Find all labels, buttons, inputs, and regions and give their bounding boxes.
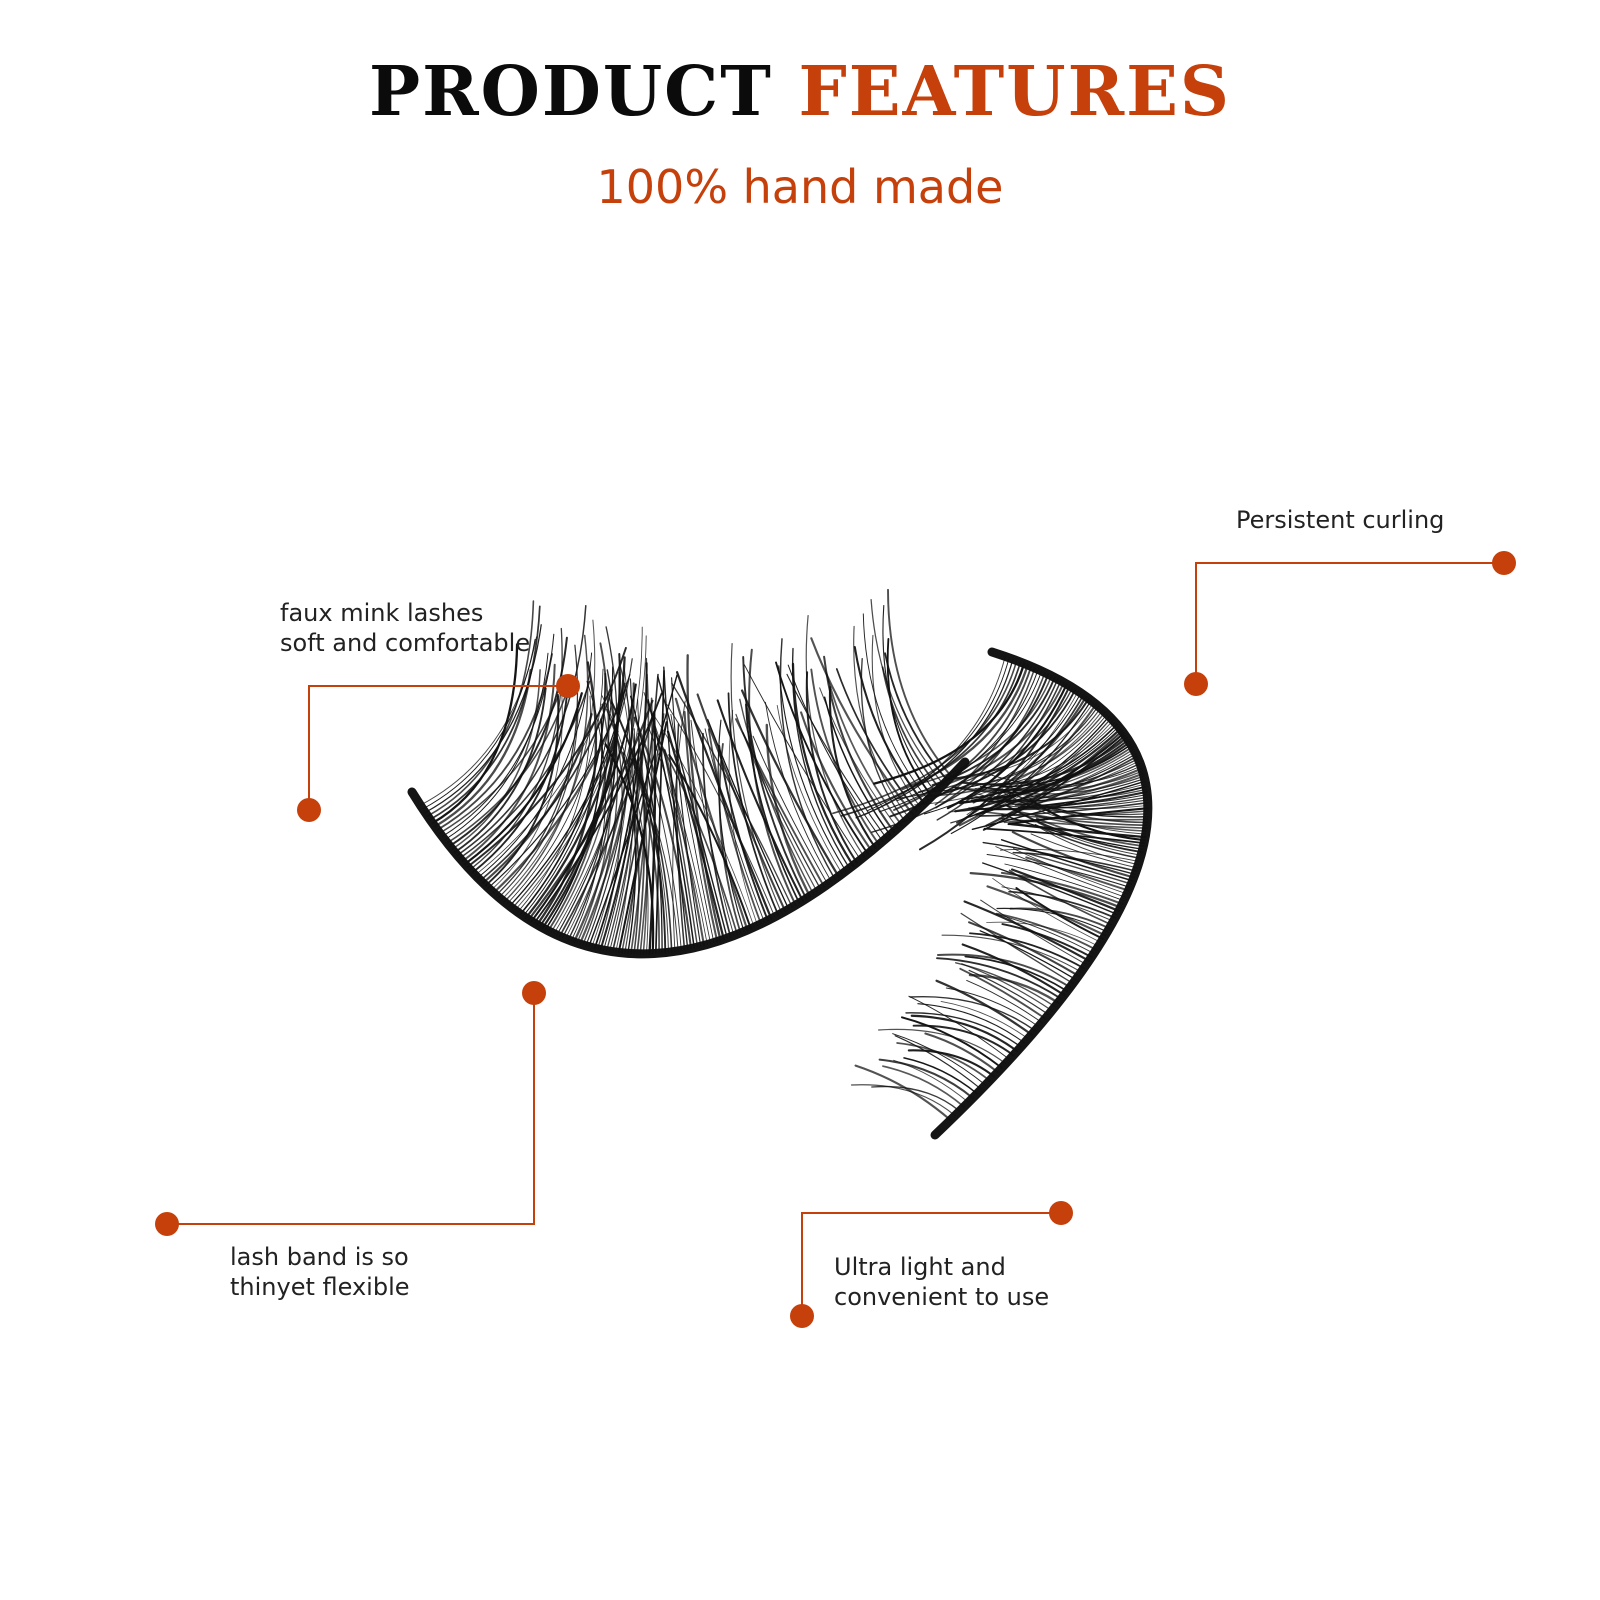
callout-light-connector — [790, 1201, 1073, 1328]
left-lash-strip — [407, 588, 970, 959]
page-subtitle: 100% hand made — [596, 160, 1004, 214]
callout-light-line2: convenient to use — [834, 1283, 1050, 1311]
callout-band-line1: lash band is so — [230, 1243, 409, 1271]
callout-curling-connector — [1184, 551, 1516, 696]
page-title: PRODUCT FEATURES — [0, 52, 1600, 132]
callout-band-label: lash band is so thinyet flexible — [230, 1242, 410, 1302]
callout-light-line1: Ultra light and — [834, 1253, 1006, 1281]
callout-band-line2: thinyet flexible — [230, 1273, 410, 1301]
title-features: FEATURES — [798, 52, 1232, 132]
callout-mink-line2: soft and comfortable — [280, 629, 531, 657]
callout-band-connector — [155, 981, 546, 1236]
title-product: PRODUCT — [368, 52, 773, 132]
callout-mink-line1: faux mink lashes — [280, 599, 484, 627]
right-lash-strip — [832, 647, 1153, 1140]
callout-light-label: Ultra light and convenient to use — [834, 1252, 1049, 1312]
callout-mink-label: faux mink lashes soft and comfortable — [280, 598, 530, 658]
callout-mink-connector — [297, 674, 580, 822]
callout-curling-line1: Persistent curling — [1236, 506, 1445, 534]
callout-curling-label: Persistent curling — [1236, 505, 1444, 535]
